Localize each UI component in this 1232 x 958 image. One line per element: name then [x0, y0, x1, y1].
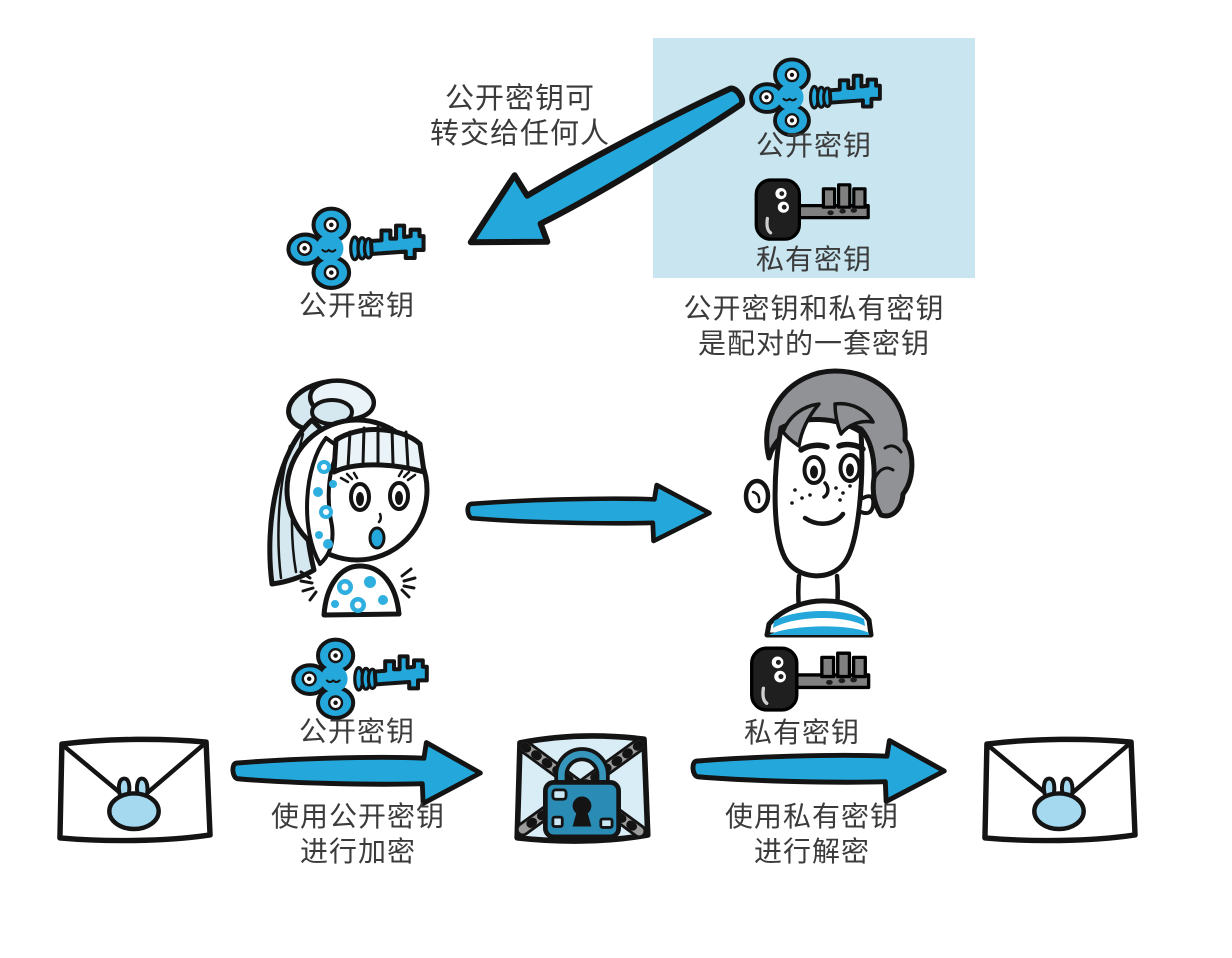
- boy-key-label: 私有密钥: [743, 717, 860, 748]
- key-pair-caption-line1: 公开密钥和私有密钥: [683, 293, 945, 324]
- public-key-share-note: 公开密钥可 转交给任何人: [370, 82, 670, 152]
- decrypt-caption-line1: 使用私有密钥: [724, 801, 899, 832]
- public-key-share-note-line1: 公开密钥可: [444, 83, 595, 115]
- locked-envelope-icon: [510, 726, 654, 850]
- envelope-icon: [55, 732, 213, 848]
- encrypt-caption-line2: 进行加密: [299, 836, 416, 867]
- box-private-key-label: 私有密钥: [755, 244, 872, 275]
- send-arrow-icon: [463, 479, 715, 547]
- girl-avatar: [267, 378, 430, 618]
- transfer-arrow-icon: [452, 82, 747, 254]
- private-key-icon: [754, 178, 870, 241]
- encrypt-caption: 使用公开密钥 进行加密: [258, 799, 458, 869]
- decrypt-arrow-icon: [688, 734, 950, 808]
- envelope-icon: [980, 731, 1138, 849]
- public-key-icon: [291, 637, 429, 720]
- girl-key-label: 公开密钥: [298, 716, 415, 747]
- private-key-icon: [750, 646, 871, 712]
- key-pair-caption-line2: 是配对的一套密钥: [697, 328, 930, 359]
- public-key-share-note-line2: 转交给任何人: [429, 118, 610, 150]
- encrypt-caption-line1: 使用公开密钥: [270, 801, 445, 832]
- key-pair-box: 公开密钥 私有密钥: [653, 38, 975, 278]
- public-key-icon: [749, 57, 882, 137]
- decrypt-caption: 使用私有密钥 进行解密: [712, 799, 912, 869]
- public-key-icon: [285, 203, 427, 292]
- received-key-label: 公开密钥: [298, 290, 415, 321]
- boy-avatar: [743, 368, 915, 638]
- key-pair-caption: 公开密钥和私有密钥 是配对的一套密钥: [653, 291, 975, 361]
- decrypt-caption-line2: 进行解密: [753, 836, 870, 867]
- box-public-key-label: 公开密钥: [755, 130, 872, 161]
